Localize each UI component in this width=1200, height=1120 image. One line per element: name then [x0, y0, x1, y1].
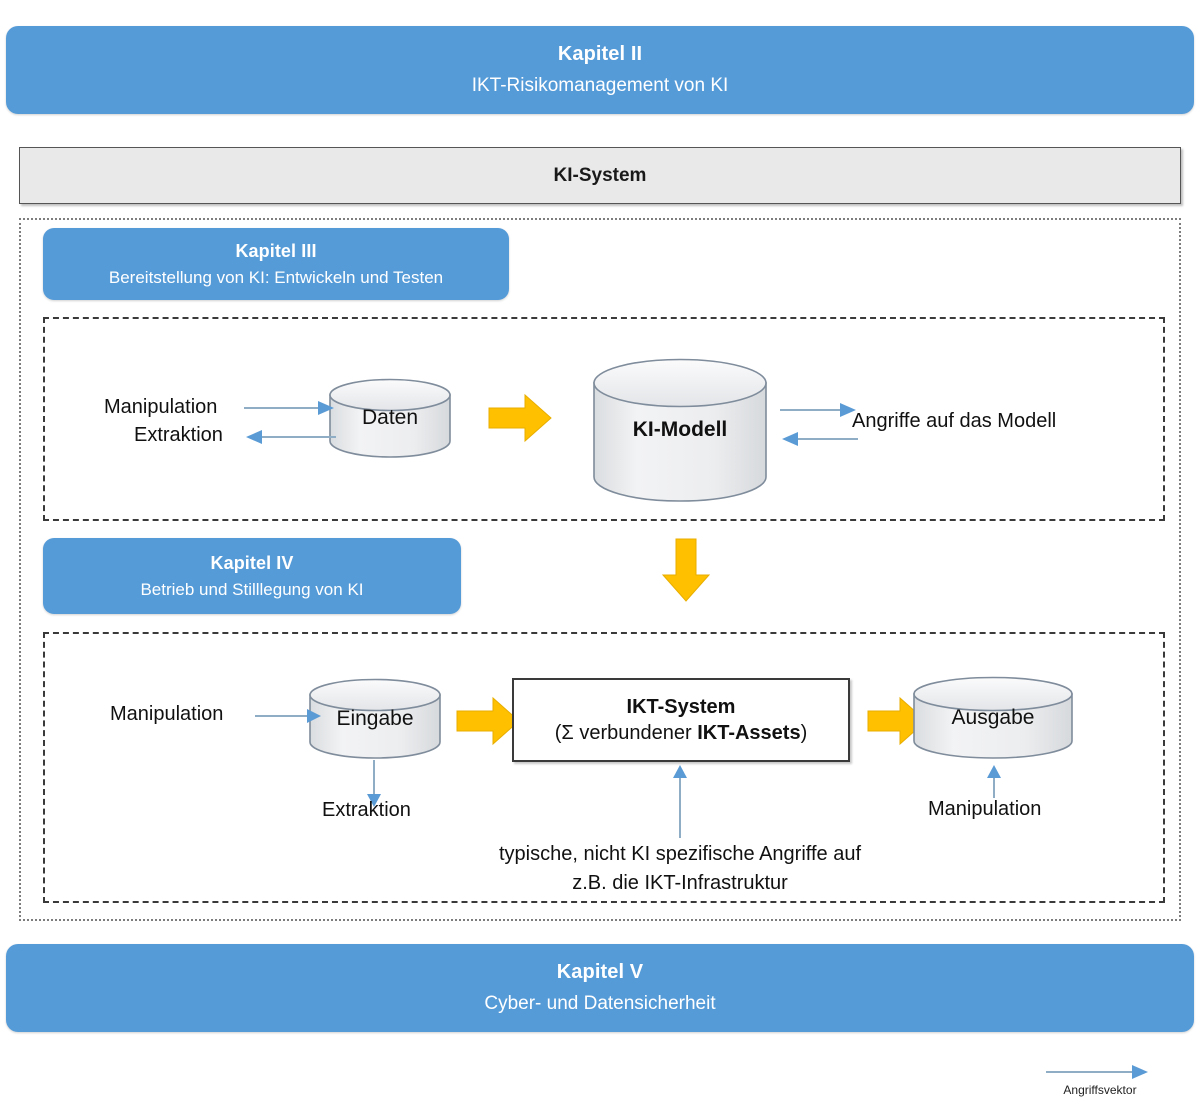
- cylinder-shape: [593, 358, 767, 502]
- flow-arrow-daten-to-modell-icon: [487, 392, 553, 444]
- legend-arrow-icon: [1046, 1065, 1148, 1079]
- cylinder-daten-label: Daten: [361, 406, 419, 430]
- chapter-banner-kapitel-2: Kapitel II IKT-Risikomanagement von KI: [6, 26, 1194, 114]
- cylinder-shape: [309, 678, 441, 759]
- cylinder-ki-modell-label: KI-Modell: [632, 418, 728, 442]
- legend-label-angriffsvektor: Angriffsvektor: [1063, 1083, 1137, 1097]
- development-zone: [43, 317, 1165, 521]
- flow-arrow-ikt-to-ausgabe-icon: [866, 695, 928, 747]
- attack-vector-manipulation-to-ausgabe-icon: [987, 765, 1001, 798]
- ikt-system-subtitle: (Σ verbundener IKT-Assets): [555, 722, 808, 745]
- cylinder-ausgabe: Ausgabe: [912, 676, 1074, 760]
- ikt-assets-suffix: ): [800, 721, 808, 744]
- flow-arrow-down-icon: [660, 537, 712, 603]
- label-extraktion-daten: Extraktion: [134, 424, 223, 446]
- typische-angriffe-line1: typische, nicht KI spezifische Angriffe …: [498, 843, 862, 865]
- chapter-2-title: Kapitel II: [557, 43, 643, 65]
- attack-vector-modell-inbound-icon: [782, 432, 858, 446]
- cylinder-eingabe: Eingabe: [308, 678, 442, 760]
- operations-zone: [43, 632, 1165, 903]
- label-extraktion-eingabe: Extraktion: [322, 799, 411, 821]
- chapter-3-title: Kapitel III: [235, 240, 317, 261]
- chapter-banner-kapitel-5: Kapitel V Cyber- und Datensicherheit: [6, 944, 1194, 1032]
- ki-system-label: KI-System: [553, 164, 647, 186]
- chapter-banner-kapitel-3: Kapitel III Bereitstellung von KI: Entwi…: [43, 228, 509, 300]
- attack-vector-typische-angriffe-to-ikt-icon: [673, 765, 687, 838]
- cylinder-ausgabe-label: Ausgabe: [951, 706, 1035, 730]
- flow-arrow-eingabe-to-ikt-icon: [455, 695, 521, 747]
- chapter-banner-kapitel-4: Kapitel IV Betrieb und Stilllegung von K…: [43, 538, 461, 614]
- ikt-system-box: IKT-System (Σ verbundener IKT-Assets): [512, 678, 850, 762]
- chapter-5-title: Kapitel V: [556, 961, 644, 983]
- label-manipulation-ausgabe: Manipulation: [928, 798, 1042, 820]
- attack-vector-modell-outbound-icon: [780, 403, 856, 417]
- ki-system-container: [19, 218, 1181, 921]
- cylinder-shape: [329, 378, 451, 458]
- cylinder-shape: [913, 676, 1073, 759]
- label-manipulation-eingabe: Manipulation: [110, 703, 224, 725]
- chapter-2-subtitle: IKT-Risikomanagement von KI: [471, 75, 729, 96]
- chapter-3-subtitle: Bereitstellung von KI: Entwickeln und Te…: [108, 267, 444, 287]
- attack-vector-daten-to-extraktion-icon: [246, 430, 336, 444]
- cylinder-daten: Daten: [328, 378, 452, 458]
- chapter-4-title: Kapitel IV: [210, 552, 294, 573]
- ikt-system-title: IKT-System: [626, 695, 736, 718]
- attack-vector-manipulation-to-daten-icon: [244, 401, 334, 415]
- chapter-5-subtitle: Cyber- und Datensicherheit: [484, 993, 716, 1014]
- cylinder-ki-modell: KI-Modell: [592, 357, 768, 503]
- label-typische-angriffe: typische, nicht KI spezifische Angriffe …: [450, 840, 910, 898]
- typische-angriffe-line2: z.B. die IKT-Infrastruktur: [572, 872, 788, 894]
- chapter-4-subtitle: Betrieb und Stilllegung von KI: [140, 579, 364, 599]
- ki-system-header-bar: KI-System: [19, 147, 1181, 204]
- label-angriffe-auf-das-modell: Angriffe auf das Modell: [852, 410, 1057, 432]
- attack-vector-manipulation-to-eingabe-icon: [255, 709, 321, 723]
- cylinder-eingabe-label: Eingabe: [336, 707, 414, 731]
- ikt-assets-bold: IKT-Assets: [697, 721, 801, 744]
- label-manipulation-daten: Manipulation: [104, 396, 218, 418]
- attack-vector-eingabe-to-extraktion-icon: [367, 760, 381, 807]
- ikt-assets-prefix: (Σ verbundener: [554, 721, 698, 744]
